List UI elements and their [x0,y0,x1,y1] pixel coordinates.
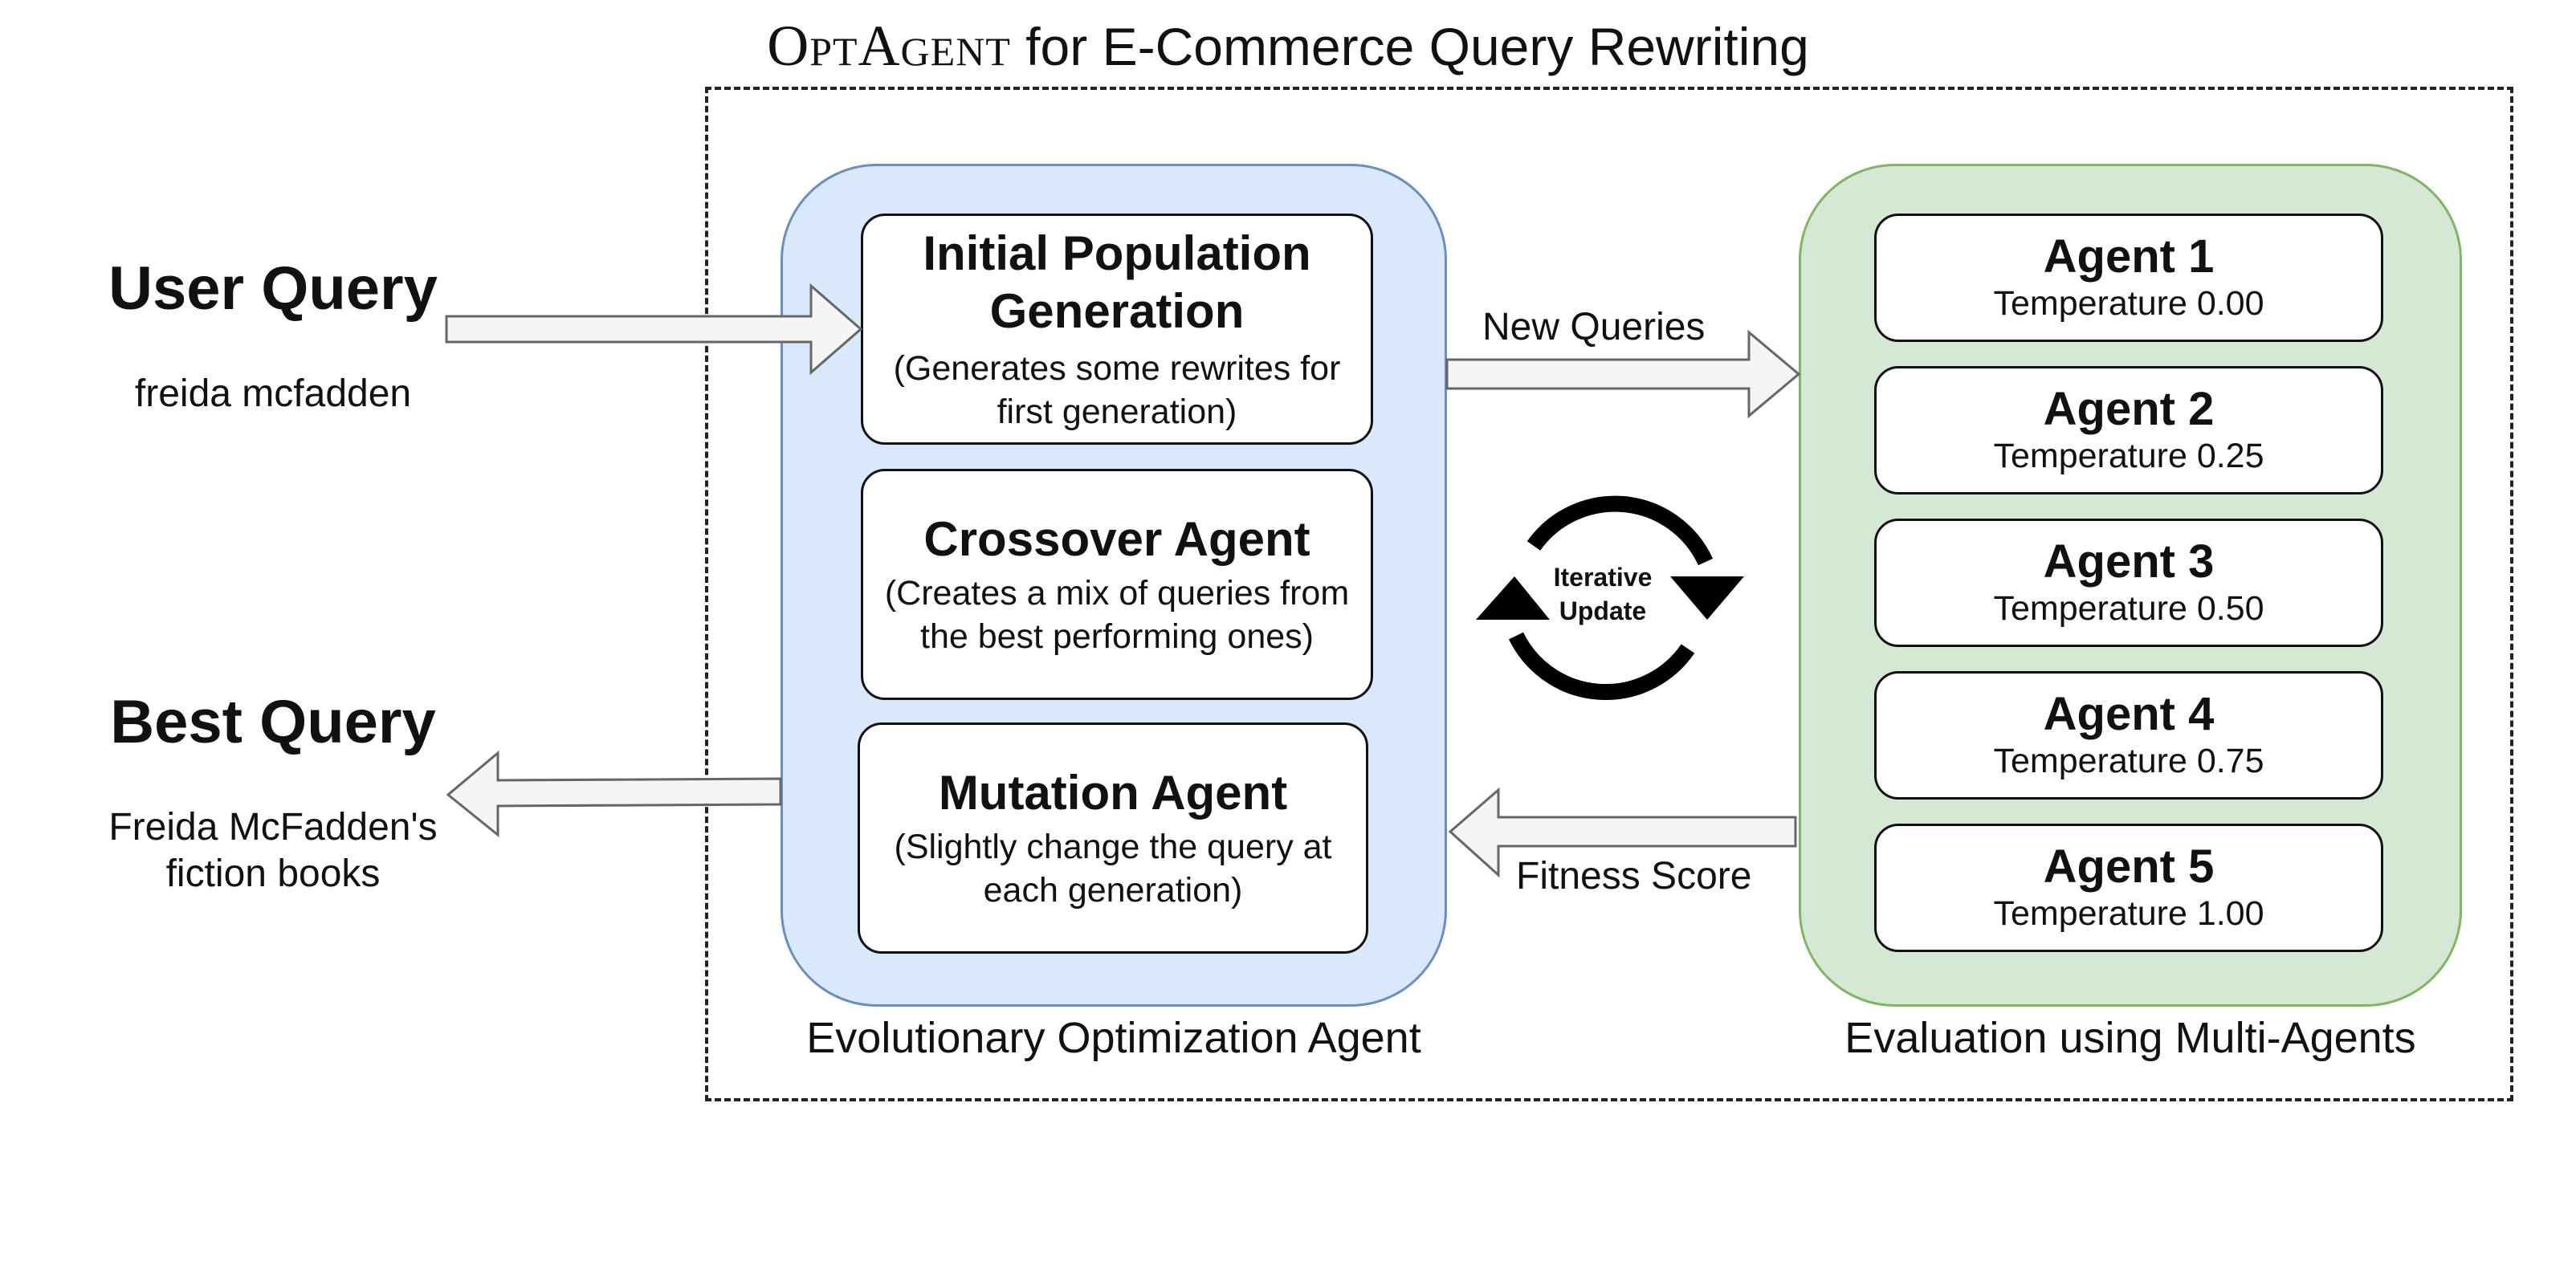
agent-card-3: Agent 3 Temperature 0.50 [1874,519,2383,647]
agent-card-1: Agent 1 Temperature 0.00 [1874,214,2383,342]
agent-name: Agent 4 [2043,688,2215,740]
agent-name: Agent 2 [2043,383,2215,435]
fitness-score-label: Fitness Score [1516,855,1752,897]
mutation-title: Mutation Agent [938,766,1288,820]
initial-population-desc-2: first generation) [997,393,1237,431]
mutation-desc-2: each generation) [983,871,1243,910]
iterative-update-line1: Iterative [1553,563,1653,592]
initial-population-title-1: Initial Population [923,226,1311,280]
agent-temperature: Temperature 1.00 [1993,894,2264,933]
agent-card-2: Agent 2 Temperature 0.25 [1874,366,2383,495]
title-brand: OptAgent [767,14,1011,78]
agent-name: Agent 5 [2043,840,2215,893]
initial-population-card: Initial Population Generation (Generates… [861,214,1373,445]
title-rest: for E-Commerce Query Rewriting [1010,17,1809,76]
user-query-example: freida mcfadden [134,372,412,415]
agent-temperature: Temperature 0.50 [1993,589,2264,628]
agent-card-5: Agent 5 Temperature 1.00 [1874,824,2383,952]
new-queries-arrow [1445,329,1801,419]
user-query-heading: User Query [108,254,438,323]
mutation-agent-card: Mutation Agent (Slightly change the quer… [858,722,1368,954]
crossover-agent-card: Crossover Agent (Creates a mix of querie… [861,469,1373,700]
agent-temperature: Temperature 0.00 [1993,284,2264,323]
new-queries-label: New Queries [1482,306,1706,348]
initial-population-desc-1: (Generates some rewrites for [893,349,1341,388]
iterative-update-line2: Update [1559,596,1647,625]
crossover-desc-1: (Creates a mix of queries from [884,574,1350,613]
best-query-line1: Freida McFadden's [108,806,438,849]
user-query-arrow [445,283,863,376]
best-query-example: Freida McFadden's fiction books [48,804,498,897]
evaluation-caption: Evaluation using Multi-Agents [1844,1014,2416,1062]
diagram-title: OptAgent for E-Commerce Query Rewriting [0,13,2576,79]
evolutionary-caption: Evolutionary Optimization Agent [806,1014,1421,1062]
refresh-cycle-icon [1476,495,1744,701]
agent-temperature: Temperature 0.25 [1993,437,2264,475]
crossover-title: Crossover Agent [923,512,1310,566]
agent-temperature: Temperature 0.75 [1993,742,2264,780]
agent-name: Agent 1 [2043,230,2215,283]
best-query-arrow [446,750,782,838]
crossover-desc-2: the best performing ones) [920,617,1314,656]
iterative-update-label: Iterative Update [1539,560,1667,628]
best-query-line2: fiction books [165,853,381,895]
fitness-score-arrow [1448,787,1797,878]
initial-population-title-2: Generation [989,284,1245,338]
agent-name: Agent 3 [2043,535,2215,588]
mutation-desc-1: (Slightly change the query at [894,828,1332,866]
optagent-boundary [705,87,2513,1101]
agent-card-4: Agent 4 Temperature 0.75 [1874,671,2383,800]
best-query-heading: Best Query [110,688,436,756]
